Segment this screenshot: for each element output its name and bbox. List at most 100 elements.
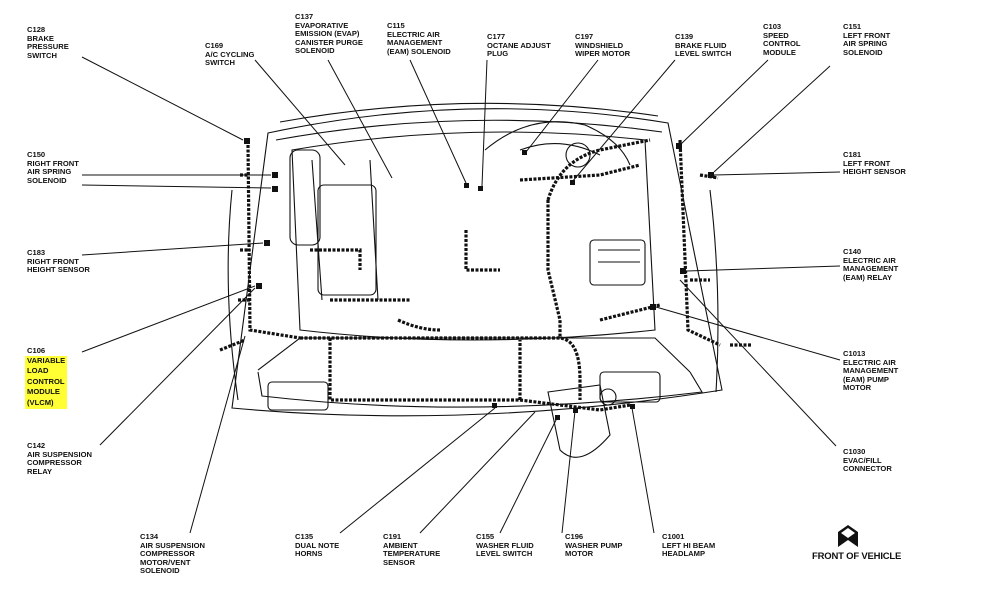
connector-description-line: CANISTER PURGE <box>295 37 363 47</box>
connector-description-line: MODULE <box>763 47 796 57</box>
connector-description-line: COMPRESSOR <box>140 549 195 559</box>
connector-id: C1013 <box>843 349 866 358</box>
connector-description-line: BRAKE <box>27 33 55 43</box>
connector-description-line: HORNS <box>295 549 323 559</box>
connector-description-line: SOLENOID <box>140 566 180 576</box>
front-of-vehicle-arrow <box>838 525 858 547</box>
connector-description-line: ELECTRIC AIR <box>843 357 896 367</box>
connector-description-line: LOAD <box>25 366 68 377</box>
connector-id: C134 <box>140 532 159 541</box>
connector-description-line: EMISSION (EVAP) <box>295 29 360 39</box>
connector-description-line: COMPRESSOR <box>27 458 82 468</box>
connector-id: C196 <box>565 532 584 541</box>
connector-id: C135 <box>295 532 314 541</box>
connector-description-line: AIR SPRING <box>843 39 888 49</box>
connector-description-line: LEFT FRONT <box>843 30 891 40</box>
leader-lines <box>81 56 841 534</box>
connector-description-line: ELECTRIC AIR <box>843 255 896 265</box>
connector-description-line: DUAL NOTE <box>295 540 340 550</box>
connector-description-line: RELAY <box>27 466 53 476</box>
connector-description-line: CONNECTOR <box>843 464 892 474</box>
connector-description-line: (EAM) PUMP <box>843 374 889 384</box>
connector-description-line: CONTROL <box>25 376 68 388</box>
connector-id: C137 <box>295 12 314 21</box>
connector-description-line: HEIGHT SENSOR <box>27 265 90 275</box>
connector-description-line: ELECTRIC AIR <box>387 29 440 39</box>
connector-id: C1030 <box>843 447 866 456</box>
connector-description-line: VARIABLE <box>25 355 68 367</box>
connector-description-line: WASHER PUMP <box>565 540 623 550</box>
connector-markers <box>244 138 714 420</box>
connector-id: C142 <box>27 441 46 450</box>
connector-id: C183 <box>27 248 46 257</box>
connector-description-line: RIGHT FRONT <box>27 256 79 266</box>
connector-description-line: LEVEL SWITCH <box>476 549 533 559</box>
connector-description-line: (VLCM) <box>25 397 68 409</box>
connector-id: C191 <box>383 532 402 541</box>
connector-id: C169 <box>205 41 224 50</box>
connector-description-line: WASHER FLUID <box>476 540 534 550</box>
connector-description-line: CONTROL <box>763 39 801 49</box>
connector-id: C177 <box>487 32 506 41</box>
wiring-harness <box>219 138 752 412</box>
connector-id: C151 <box>843 22 862 31</box>
connector-description-line: PLUG <box>487 49 509 59</box>
connector-id: C115 <box>387 21 405 30</box>
front-of-vehicle-label: FRONT OF VEHICLE <box>812 551 902 562</box>
connector-id: C150 <box>27 150 46 159</box>
connector-description-line: HEIGHT SENSOR <box>843 167 906 177</box>
connector-description-line: MANAGEMENT <box>387 38 443 48</box>
connector-description-line: (EAM) RELAY <box>843 272 893 282</box>
connector-description-line: AIR SPRING <box>27 167 72 177</box>
connector-description-line: PRESSURE <box>27 42 69 52</box>
vehicle-outline <box>227 102 723 458</box>
connector-description-line: AMBIENT <box>383 540 418 550</box>
connector-id: C181 <box>843 150 862 159</box>
connector-description-line: MODULE <box>25 387 68 398</box>
connector-id: C103 <box>763 22 782 31</box>
connector-description-line: LEFT FRONT <box>843 158 891 168</box>
connector-description-line: EVAC/FILL <box>843 455 882 465</box>
connector-id: C197 <box>575 32 594 41</box>
connector-id: C140 <box>843 247 862 256</box>
connector-description-line: SENSOR <box>383 557 416 567</box>
connector-description-line: HEADLAMP <box>662 549 706 559</box>
connector-description-line: MOTOR <box>565 549 594 559</box>
connector-description-line: AIR SUSPENSION <box>27 449 92 459</box>
connector-description-line: MANAGEMENT <box>843 366 899 376</box>
connector-description-line: LEFT HI BEAM <box>662 540 716 550</box>
connector-description-line: SWITCH <box>205 58 235 68</box>
connector-description-line: TEMPERATURE <box>383 549 441 559</box>
connector-description-line: SWITCH <box>27 50 57 60</box>
connector-description-line: MANAGEMENT <box>843 264 899 274</box>
connector-description-line: LEVEL SWITCH <box>675 49 732 59</box>
connector-description-line: SPEED <box>763 30 789 40</box>
connector-description-line: RIGHT FRONT <box>27 158 79 168</box>
connector-description-line: AIR SUSPENSION <box>140 540 205 550</box>
connector-id: C1001 <box>662 532 685 541</box>
connector-description-line: A/C CYCLING <box>205 49 255 59</box>
connector-id: C106 <box>27 346 46 355</box>
